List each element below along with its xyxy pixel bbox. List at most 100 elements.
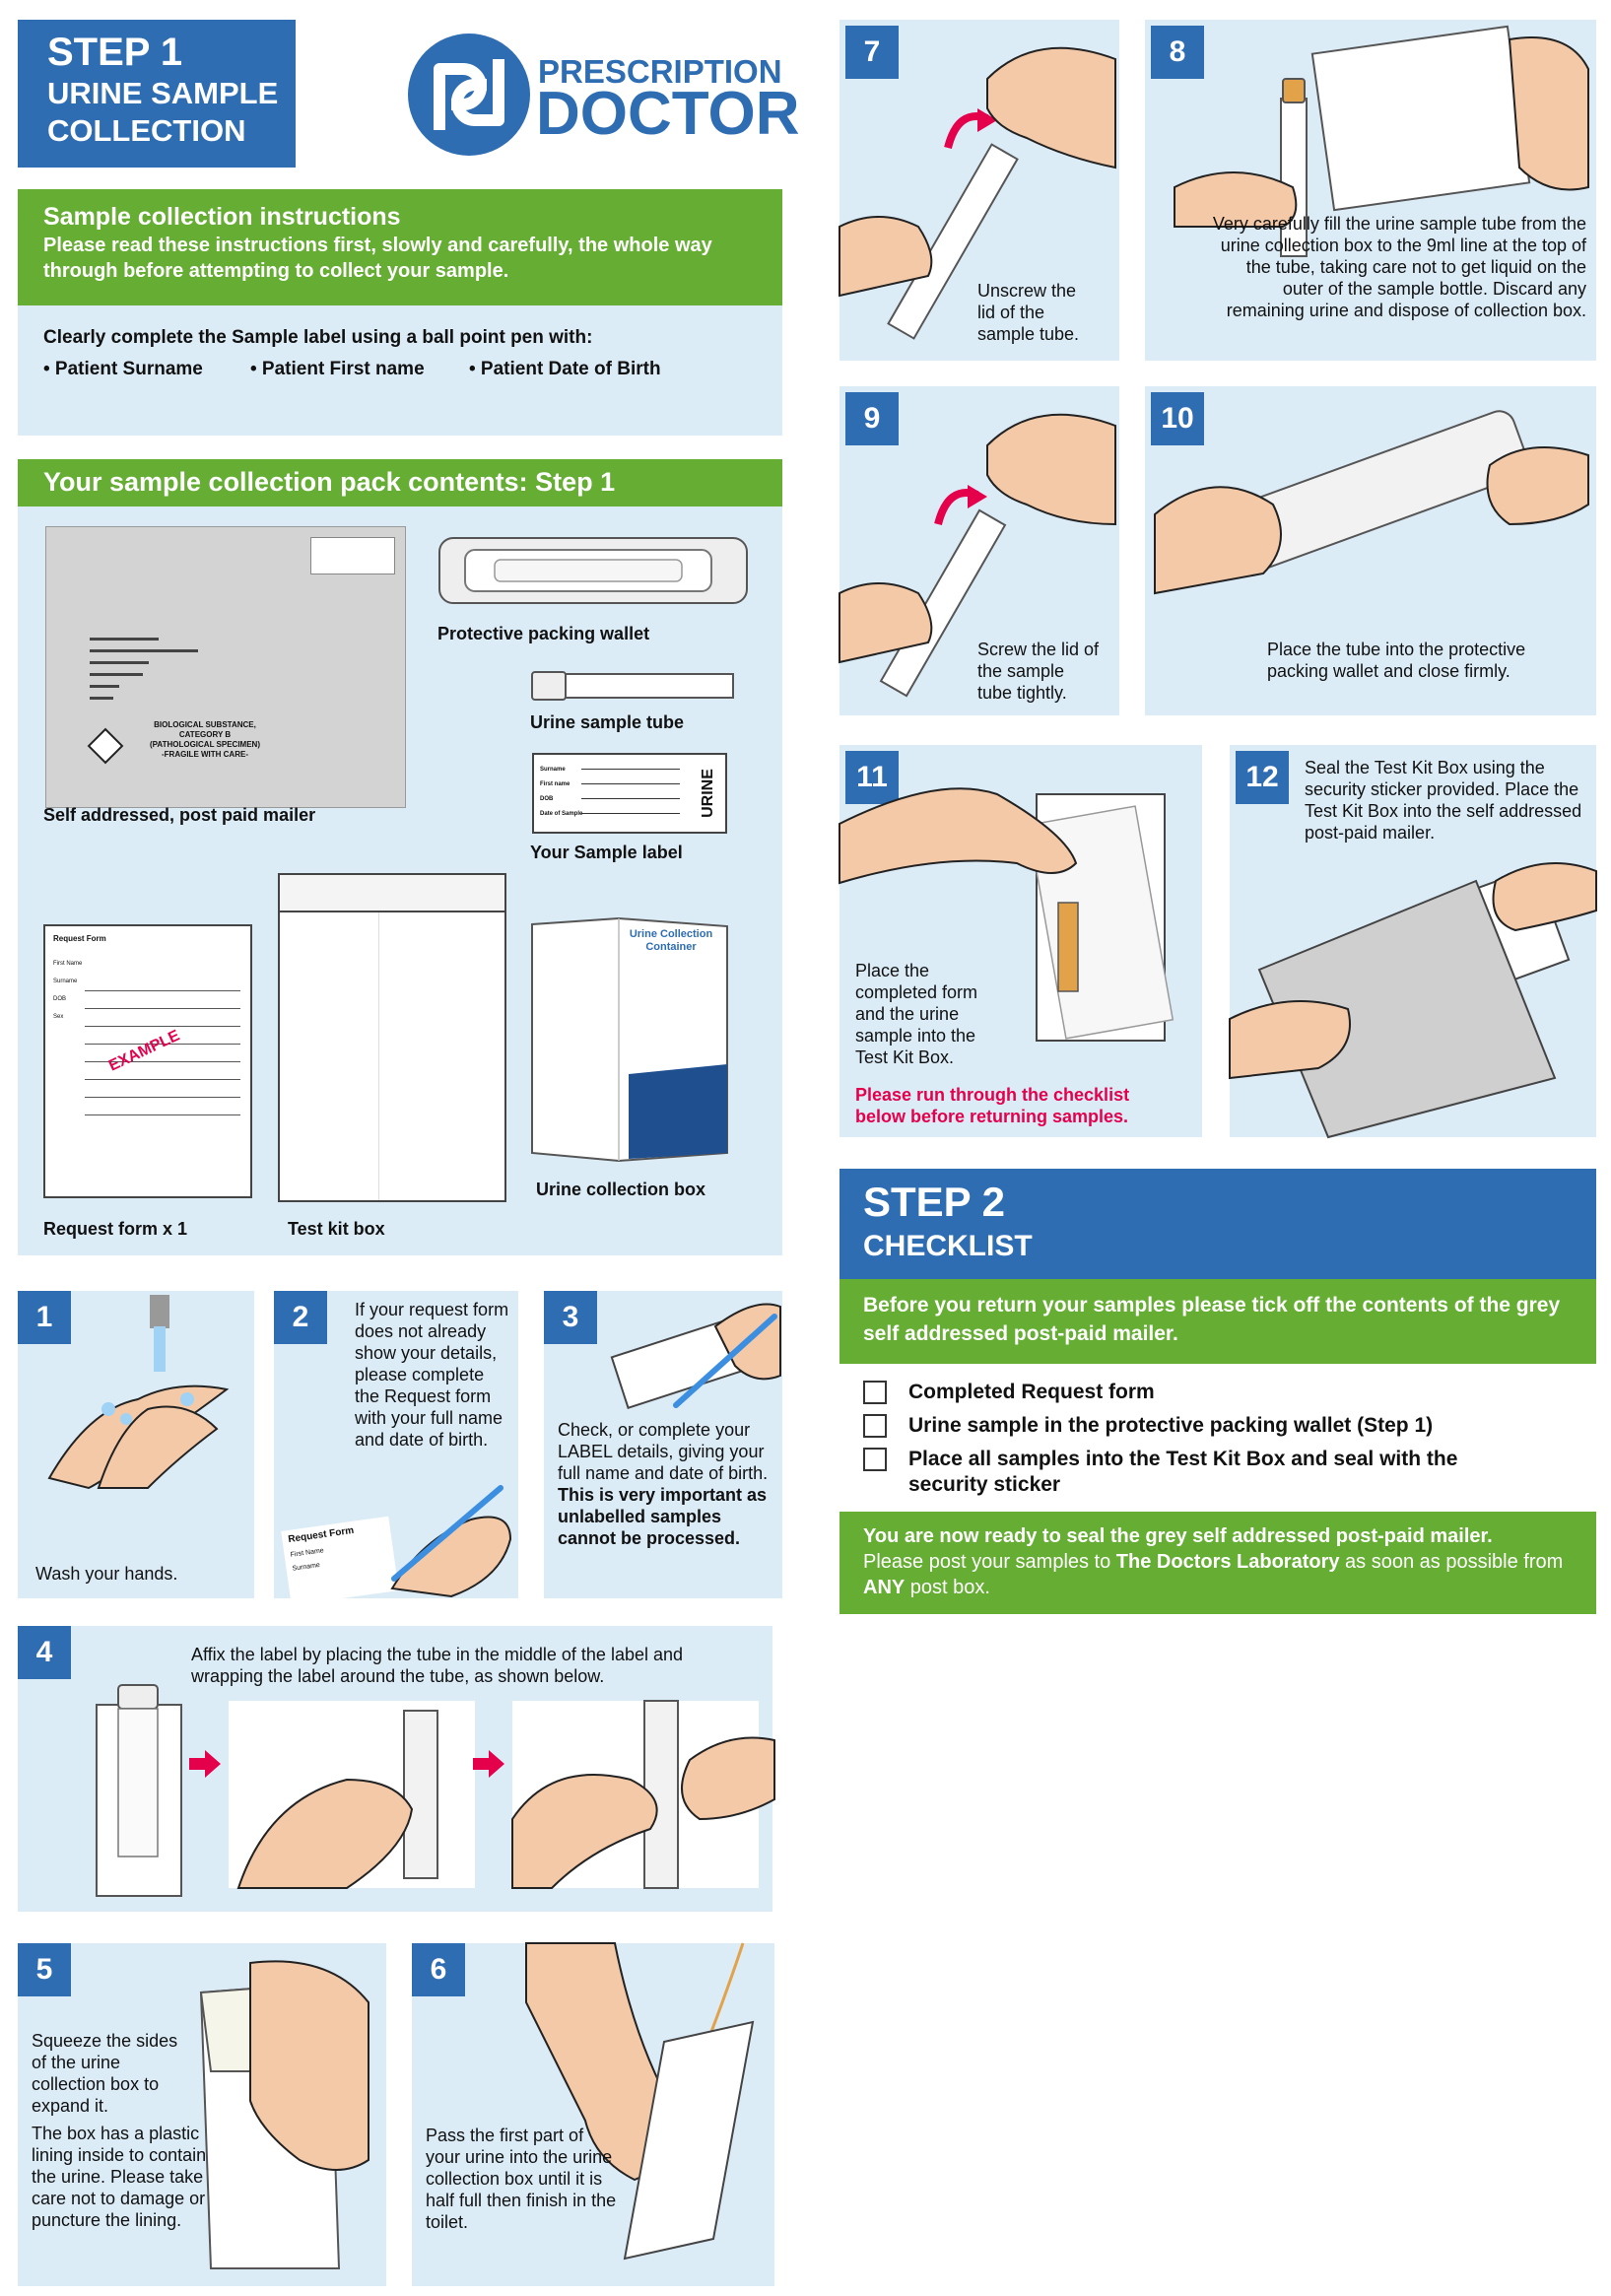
checklist-item[interactable]: Urine sample in the protective packing w…	[863, 1413, 1573, 1439]
mailer-label: Self addressed, post paid mailer	[43, 805, 316, 825]
sample-field-surname: Surname	[540, 767, 566, 773]
step-6-number: 6	[412, 1943, 465, 1996]
tube-label: Urine sample tube	[530, 712, 685, 732]
bullet-dob: • Patient Date of Birth	[469, 359, 661, 379]
place-in-box-illustration	[839, 787, 1175, 1042]
mailer-text-1: BIOLOGICAL SUBSTANCE,	[154, 720, 256, 729]
step-5-text-1: Squeeze the sides of the urine collectio…	[32, 2031, 178, 2116]
step2-intro: Before you return your samples please ti…	[863, 1294, 1561, 1345]
checklist-item-3-label: Place all samples into the Test Kit Box …	[908, 1448, 1458, 1496]
post-instructions-banner: You are now ready to seal the grey self …	[839, 1512, 1596, 1614]
step-1-panel: 1 Wash your hands.	[18, 1291, 254, 1598]
step-2-number: 2	[274, 1291, 327, 1344]
step1-subtitle-2: COLLECTION	[47, 113, 246, 148]
request-field-first: First Name	[53, 961, 83, 967]
arrow-right-icon	[189, 1750, 221, 1778]
wrap-label-illustration	[229, 1701, 475, 1889]
checklist-item[interactable]: Completed Request form	[863, 1380, 1573, 1405]
step-9-number: 9	[845, 392, 899, 445]
instructions-body: Please read these instructions first, sl…	[43, 235, 712, 282]
step1-header: STEP 1 URINE SAMPLE COLLECTION	[18, 20, 296, 168]
pack-panel: BIOLOGICAL SUBSTANCE, CATEGORY B (PATHOL…	[18, 506, 782, 1255]
sample-label-illustration: Surname First name DOB Date of Sample UR…	[532, 753, 727, 834]
request-field-sex: Sex	[53, 1014, 64, 1020]
checklist-item-2-label: Urine sample in the protective packing w…	[908, 1414, 1434, 1437]
wallet-label: Protective packing wallet	[437, 624, 650, 643]
checkbox-request-form[interactable]	[863, 1381, 887, 1404]
sample-field-date: Date of Sample	[540, 811, 583, 817]
unscrew-lid-illustration	[839, 46, 1116, 340]
step-9-panel: 9 Screw the lid of the sample tube tight…	[839, 386, 1119, 715]
checkbox-seal-box[interactable]	[863, 1448, 887, 1471]
post-text-pre: Please post your samples to	[863, 1551, 1116, 1573]
step-9-text: Screw the lid of the sample tube tightly…	[977, 640, 1100, 703]
bullet-firstname: • Patient First name	[250, 359, 425, 379]
mailer-text-3: (PATHOLOGICAL SPECIMEN)	[150, 740, 260, 749]
step-3-panel: 3 Check, or complete your LABEL details,…	[544, 1291, 782, 1598]
step2-subtitle: CHECKLIST	[863, 1230, 1033, 1262]
step-11-panel: 11 Place the completed form and the urin…	[839, 745, 1202, 1137]
step-10-text: Place the tube into the protective packi…	[1267, 640, 1526, 681]
pen-writing-icon	[390, 1485, 512, 1598]
step-7-number: 7	[845, 26, 899, 79]
step-3-number: 3	[544, 1291, 597, 1344]
test-kit-box-illustration	[278, 873, 506, 1202]
checklist-item-1-label: Completed Request form	[908, 1381, 1155, 1403]
label-instructions-panel: Clearly complete the Sample label using …	[18, 305, 782, 436]
tube-in-wallet-illustration	[1154, 410, 1589, 595]
pack-title: Your sample collection pack contents: St…	[43, 467, 616, 497]
washing-hands-icon	[47, 1295, 230, 1490]
instructions-title: Sample collection instructions	[43, 203, 401, 231]
instructions-banner: Sample collection instructions Please re…	[18, 189, 782, 305]
step-11-text: Place the completed form and the urine s…	[855, 961, 978, 1067]
brand-name-2: DOCTOR	[536, 80, 800, 148]
step1-subtitle-1: URINE SAMPLE	[47, 76, 279, 110]
label-on-tube-illustration	[96, 1684, 182, 1897]
step-5-number: 5	[18, 1943, 71, 1996]
step1-title: STEP 1	[47, 31, 183, 74]
step-12-text: Seal the Test Kit Box using the security…	[1305, 758, 1582, 843]
step-12-number: 12	[1236, 751, 1289, 804]
step2-intro-banner: Before you return your samples please ti…	[839, 1279, 1596, 1364]
step-4-panel: 4 Affix the label by placing the tube in…	[18, 1626, 775, 1912]
step-4-number: 4	[18, 1626, 71, 1679]
label-intro: Clearly complete the Sample label using …	[43, 327, 593, 348]
hazard-diamond-icon	[87, 727, 124, 765]
urine-box-illustration	[531, 916, 728, 1163]
sample-field-firstname: First name	[540, 781, 571, 787]
sample-label-caption: Your Sample label	[530, 843, 683, 862]
step-10-number: 10	[1151, 392, 1204, 445]
mailer-seal-illustration	[1229, 862, 1597, 1139]
label-pen-icon	[610, 1303, 781, 1410]
request-field-dob: DOB	[53, 996, 67, 1002]
step-2-form: Request Form First Name Surname	[281, 1516, 399, 1606]
urinebox-text-1: Urine Collection	[629, 928, 713, 940]
mailer-text-4: -FRAGILE WITH CARE-	[162, 750, 248, 759]
post-text-mid: as soon as possible from	[1339, 1551, 1564, 1573]
request-field-surname: Surname	[53, 979, 78, 984]
sample-label-word: URINE	[700, 769, 717, 818]
request-form-illustration: Request Form First Name Surname DOB Sex …	[43, 924, 252, 1198]
wrapped-tube-illustration	[511, 1700, 775, 1889]
collection-box-squeeze-illustration	[199, 1960, 369, 2269]
request-form-heading: Request Form	[53, 934, 106, 943]
brand-logo: PRESCRIPTION DOCTOR	[406, 30, 800, 160]
step-7-text: Unscrew the lid of the sample tube.	[977, 281, 1080, 344]
step-2-text: If your request form does not already sh…	[355, 1300, 509, 1450]
urine-tube-illustration	[531, 671, 734, 701]
brand-name-1: PRESCRIPTION	[538, 53, 782, 90]
packing-wallet-illustration	[438, 537, 748, 604]
post-text-lab: The Doctors Laboratory	[1115, 1551, 1340, 1573]
step-8-number: 8	[1151, 26, 1204, 79]
checkbox-urine-sample[interactable]	[863, 1414, 887, 1438]
mailer-illustration: BIOLOGICAL SUBSTANCE, CATEGORY B (PATHOL…	[45, 526, 406, 808]
sample-field-dob: DOB	[540, 796, 554, 802]
checklist-item[interactable]: Place all samples into the Test Kit Box …	[863, 1447, 1573, 1498]
arrow-right-icon-2	[473, 1750, 504, 1778]
step-11-number: 11	[845, 751, 899, 804]
checklist: Completed Request form Urine sample in t…	[863, 1380, 1573, 1506]
step-6-text: Pass the first part of your urine into t…	[426, 2126, 617, 2232]
logo-mark-icon	[408, 34, 530, 156]
step-1-number: 1	[18, 1291, 71, 1344]
step2-header: STEP 2 CHECKLIST	[839, 1169, 1596, 1279]
